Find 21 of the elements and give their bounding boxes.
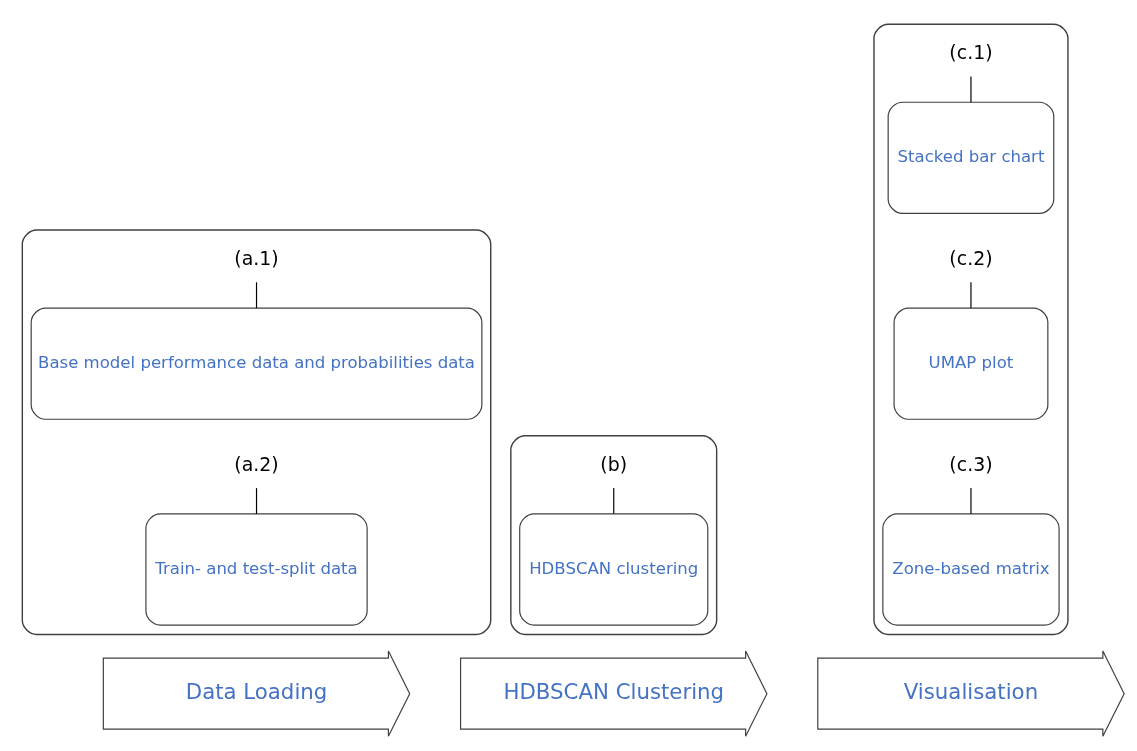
node-box: UMAP plot <box>893 307 1049 420</box>
node-box: Stacked bar chart <box>887 101 1055 215</box>
node-box: Train- and test-split data <box>145 513 368 626</box>
node-text: (b) <box>600 453 628 476</box>
connector <box>970 281 972 309</box>
connector <box>970 75 972 103</box>
connector <box>255 487 258 515</box>
node-text: (c.2) <box>949 247 993 270</box>
node-box: Base model performance data and probabilities data <box>30 307 483 420</box>
node-text: (c.3) <box>949 453 993 476</box>
connector <box>613 487 615 515</box>
cluster <box>873 23 1069 636</box>
cluster <box>21 229 492 636</box>
node-text: (a.2) <box>234 453 279 476</box>
connector <box>255 281 258 309</box>
connector <box>970 487 972 515</box>
cluster <box>510 435 718 636</box>
node-box: Zone-based matrix <box>882 513 1060 626</box>
node-box: HDBSCAN clustering <box>519 513 709 626</box>
node-text: (a.1) <box>234 247 279 270</box>
node-text: (c.1) <box>949 41 993 64</box>
